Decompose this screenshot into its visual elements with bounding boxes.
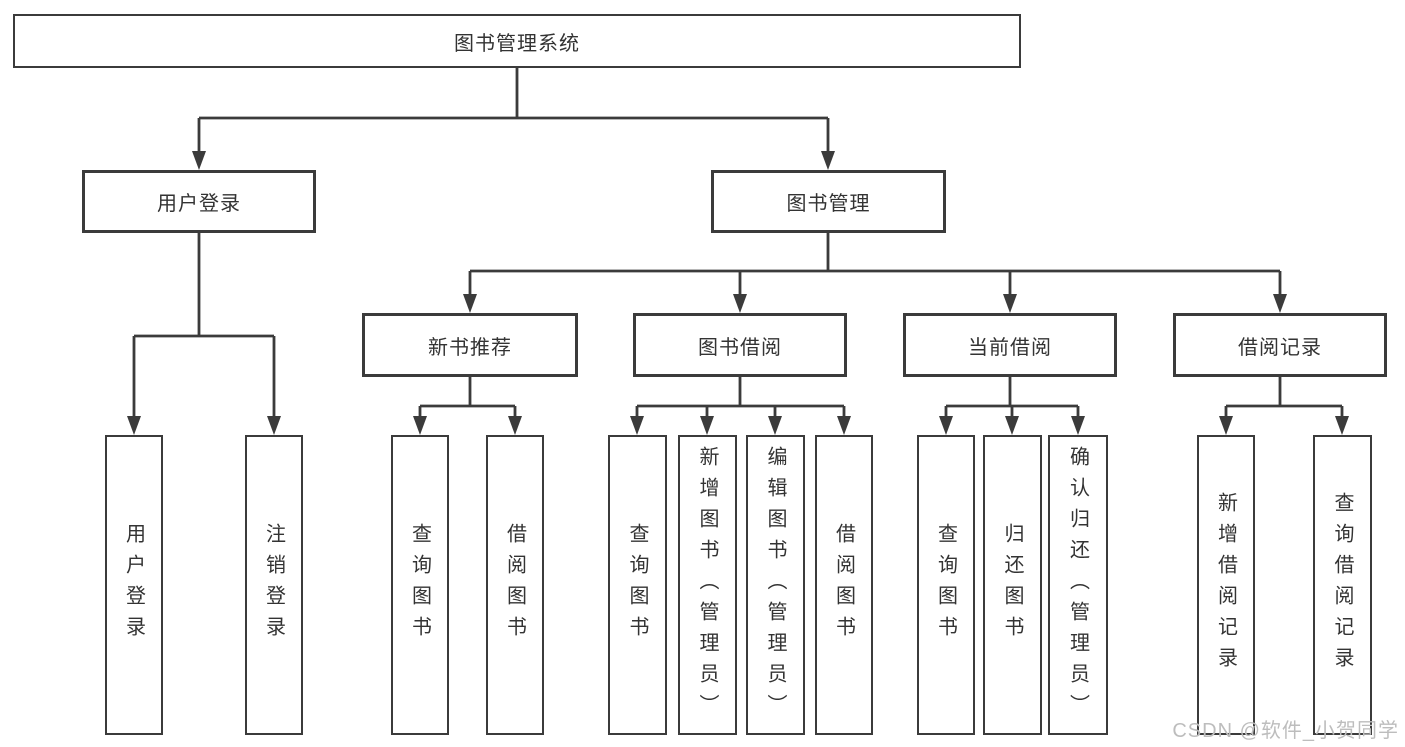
leaf-records-add-borrow-record: 新增借阅记录	[1197, 435, 1255, 735]
node-label: 新增借阅记录	[1214, 492, 1237, 678]
leaf-recommend-query-books: 查询图书	[391, 435, 449, 735]
node-label: 借阅图书	[832, 523, 855, 647]
node-label: 新书推荐	[428, 336, 512, 359]
arrowhead-down-icon	[700, 416, 714, 435]
leaf-logout: 注销登录	[245, 435, 303, 735]
edge-group	[630, 377, 851, 435]
node-label: 查询图书	[626, 523, 648, 647]
leaf-current-return-books: 归还图书	[983, 435, 1042, 735]
arrowhead-down-icon	[192, 151, 206, 170]
node-label: 确认归还（管理员）	[1066, 445, 1089, 725]
node-label: 借阅图书	[503, 523, 526, 647]
arrowhead-down-icon	[1335, 416, 1349, 435]
node-book-management: 图书管理	[711, 170, 946, 233]
node-label: 查询图书	[934, 523, 957, 647]
node-label: 查询借阅记录	[1331, 492, 1353, 678]
node-library-management-system: 图书管理系统	[13, 14, 1021, 68]
arrowhead-down-icon	[733, 294, 747, 313]
arrowhead-down-icon	[1219, 416, 1233, 435]
arrowhead-down-icon	[267, 416, 281, 435]
node-label: 注销登录	[262, 523, 285, 647]
node-label: 编辑图书（管理员）	[764, 445, 786, 725]
arrowhead-down-icon	[630, 416, 644, 435]
node-label: 借阅记录	[1238, 336, 1322, 359]
arrowhead-down-icon	[1273, 294, 1287, 313]
leaf-user-login: 用户登录	[105, 435, 163, 735]
node-label: 用户登录	[157, 193, 241, 215]
node-label: 新增图书（管理员）	[696, 445, 718, 725]
leaf-borrowing-borrow-books: 借阅图书	[815, 435, 873, 735]
node-label: 图书管理	[786, 193, 871, 215]
edge-group	[192, 68, 835, 170]
leaf-records-query-borrow-record: 查询借阅记录	[1313, 435, 1372, 735]
arrowhead-down-icon	[413, 416, 427, 435]
arrowhead-down-icon	[508, 416, 522, 435]
leaf-current-query-books: 查询图书	[917, 435, 975, 735]
node-label: 归还图书	[1001, 523, 1023, 647]
leaf-recommend-borrow-books: 借阅图书	[486, 435, 544, 735]
leaf-borrowing-query-books: 查询图书	[608, 435, 667, 735]
node-label: 当前借阅	[968, 336, 1052, 359]
edge-group	[127, 233, 281, 435]
arrowhead-down-icon	[1071, 416, 1085, 435]
arrowhead-down-icon	[939, 416, 953, 435]
edge-group	[463, 233, 1287, 313]
node-label: 用户登录	[122, 523, 145, 647]
arrowhead-down-icon	[768, 416, 782, 435]
arrowhead-down-icon	[127, 416, 141, 435]
node-new-book-recommend: 新书推荐	[362, 313, 578, 377]
edge-group	[1219, 377, 1349, 435]
csdn-watermark: CSDN @软件_小贺同学	[1172, 720, 1399, 742]
node-user-login: 用户登录	[82, 170, 316, 233]
node-borrow-records: 借阅记录	[1173, 313, 1387, 377]
leaf-borrowing-edit-books-admin: 编辑图书（管理员）	[746, 435, 805, 735]
arrowhead-down-icon	[821, 151, 835, 170]
edge-group	[413, 377, 522, 435]
arrowhead-down-icon	[1003, 294, 1017, 313]
node-current-borrowing: 当前借阅	[903, 313, 1117, 377]
edge-group	[939, 377, 1085, 435]
node-label: 图书借阅	[698, 336, 782, 359]
leaf-borrowing-add-books-admin: 新增图书（管理员）	[678, 435, 737, 735]
leaf-current-confirm-return-admin: 确认归还（管理员）	[1048, 435, 1108, 735]
node-label: 查询图书	[408, 523, 431, 647]
node-label: 图书管理系统	[454, 32, 580, 55]
arrowhead-down-icon	[463, 294, 477, 313]
arrowhead-down-icon	[1005, 416, 1019, 435]
arrowhead-down-icon	[837, 416, 851, 435]
node-book-borrowing: 图书借阅	[633, 313, 847, 377]
